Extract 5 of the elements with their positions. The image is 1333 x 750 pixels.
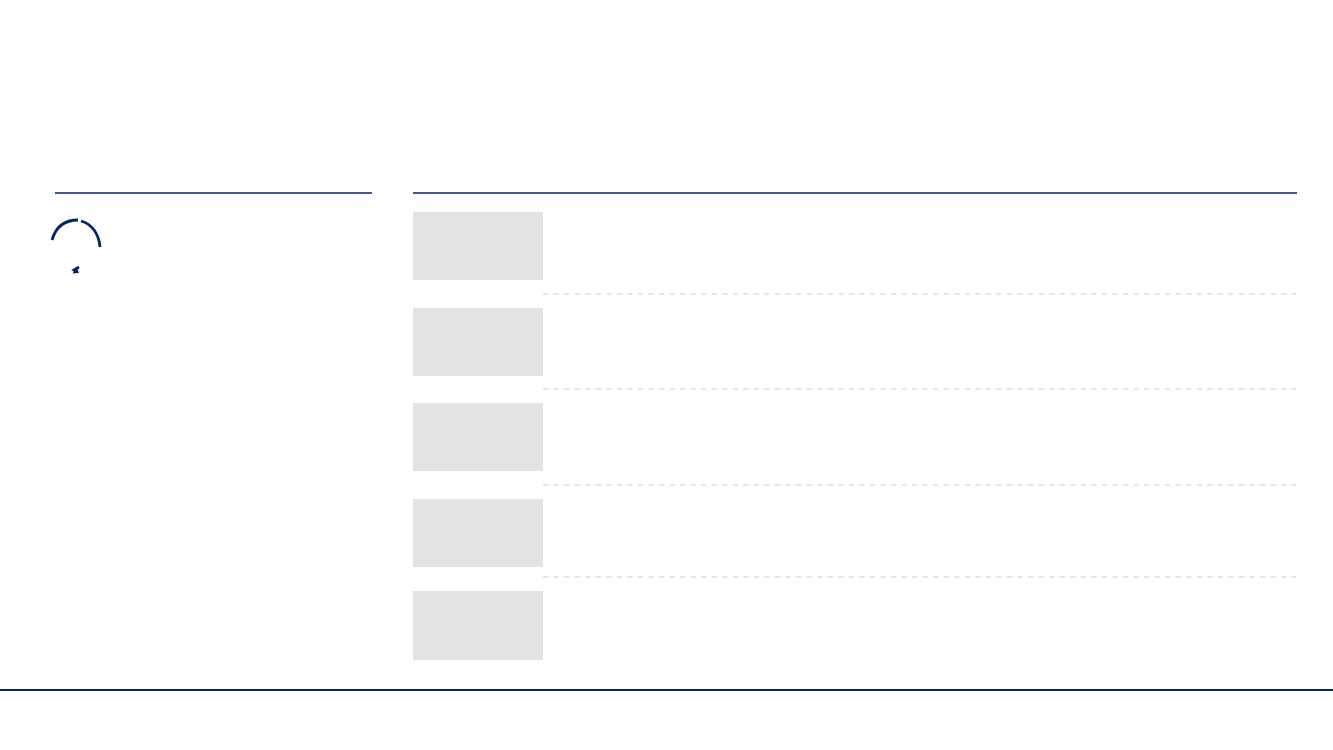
placeholder-box <box>413 212 543 280</box>
placeholder-box <box>413 403 543 471</box>
placeholder-box <box>413 308 543 376</box>
placeholder-box <box>413 499 543 567</box>
placeholder-box <box>413 591 543 660</box>
